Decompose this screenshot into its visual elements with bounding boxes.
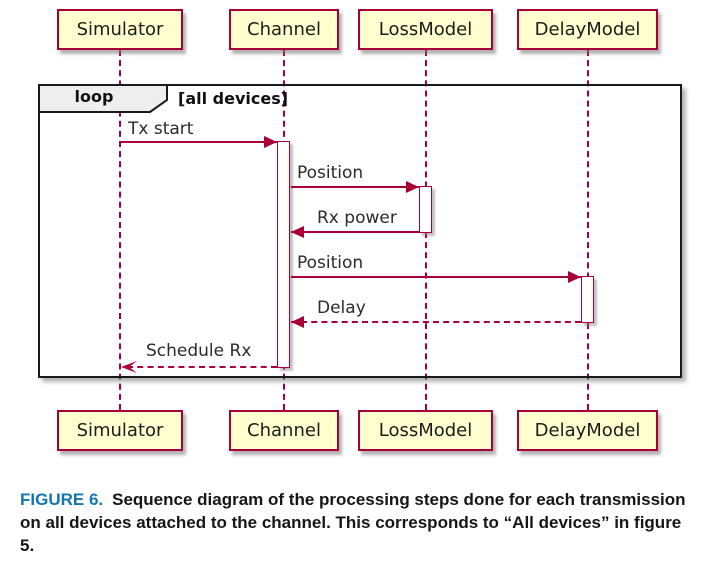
message-label-position-loss: Position bbox=[297, 163, 364, 183]
loop-operator-label: loop bbox=[74, 87, 114, 106]
message-line-schedule-rx bbox=[127, 366, 277, 368]
arrowhead-right-icon bbox=[568, 271, 581, 283]
figure-caption-text: Sequence diagram of the processing steps… bbox=[20, 490, 686, 555]
participant-bottom-delaymodel: DelayModel bbox=[517, 410, 658, 451]
arrowhead-thin-left-icon bbox=[121, 361, 137, 373]
message-line-position-delay bbox=[291, 276, 581, 278]
message-line-rx-power bbox=[291, 231, 419, 233]
participant-top-lossmodel: LossModel bbox=[358, 9, 493, 50]
participant-bottom-lossmodel: LossModel bbox=[358, 410, 493, 451]
message-label-position-delay: Position bbox=[297, 253, 364, 273]
message-label-rx-power: Rx power bbox=[317, 208, 397, 228]
arrowhead-left-icon bbox=[291, 226, 304, 238]
figure-caption: FIGURE 6.Sequence diagram of the process… bbox=[20, 488, 696, 557]
message-label-schedule-rx: Schedule Rx bbox=[146, 341, 252, 361]
activation-bar-delaymodel bbox=[581, 276, 594, 323]
participant-top-simulator: Simulator bbox=[57, 9, 183, 50]
participant-bottom-channel: Channel bbox=[229, 410, 339, 451]
loop-frame bbox=[38, 84, 682, 378]
participant-top-channel: Channel bbox=[229, 9, 339, 50]
message-line-tx-start bbox=[121, 141, 277, 143]
message-line-position-loss bbox=[291, 186, 419, 188]
message-label-tx-start: Tx start bbox=[128, 119, 194, 139]
activation-bar-channel bbox=[277, 141, 290, 368]
participant-top-delaymodel: DelayModel bbox=[517, 9, 658, 50]
figure-caption-label: FIGURE 6. bbox=[20, 490, 104, 509]
arrowhead-left-icon bbox=[291, 316, 304, 328]
lifeline-delaymodel bbox=[587, 50, 589, 410]
activation-bar-lossmodel bbox=[419, 186, 432, 233]
arrowhead-right-icon bbox=[264, 136, 277, 148]
loop-operator-tab bbox=[38, 84, 168, 113]
lifeline-simulator bbox=[119, 50, 121, 410]
arrowhead-right-icon bbox=[406, 181, 419, 193]
loop-guard-label: [all devices] bbox=[178, 89, 289, 108]
message-line-delay bbox=[291, 321, 581, 323]
participant-bottom-simulator: Simulator bbox=[57, 410, 183, 451]
message-label-delay: Delay bbox=[317, 298, 366, 318]
